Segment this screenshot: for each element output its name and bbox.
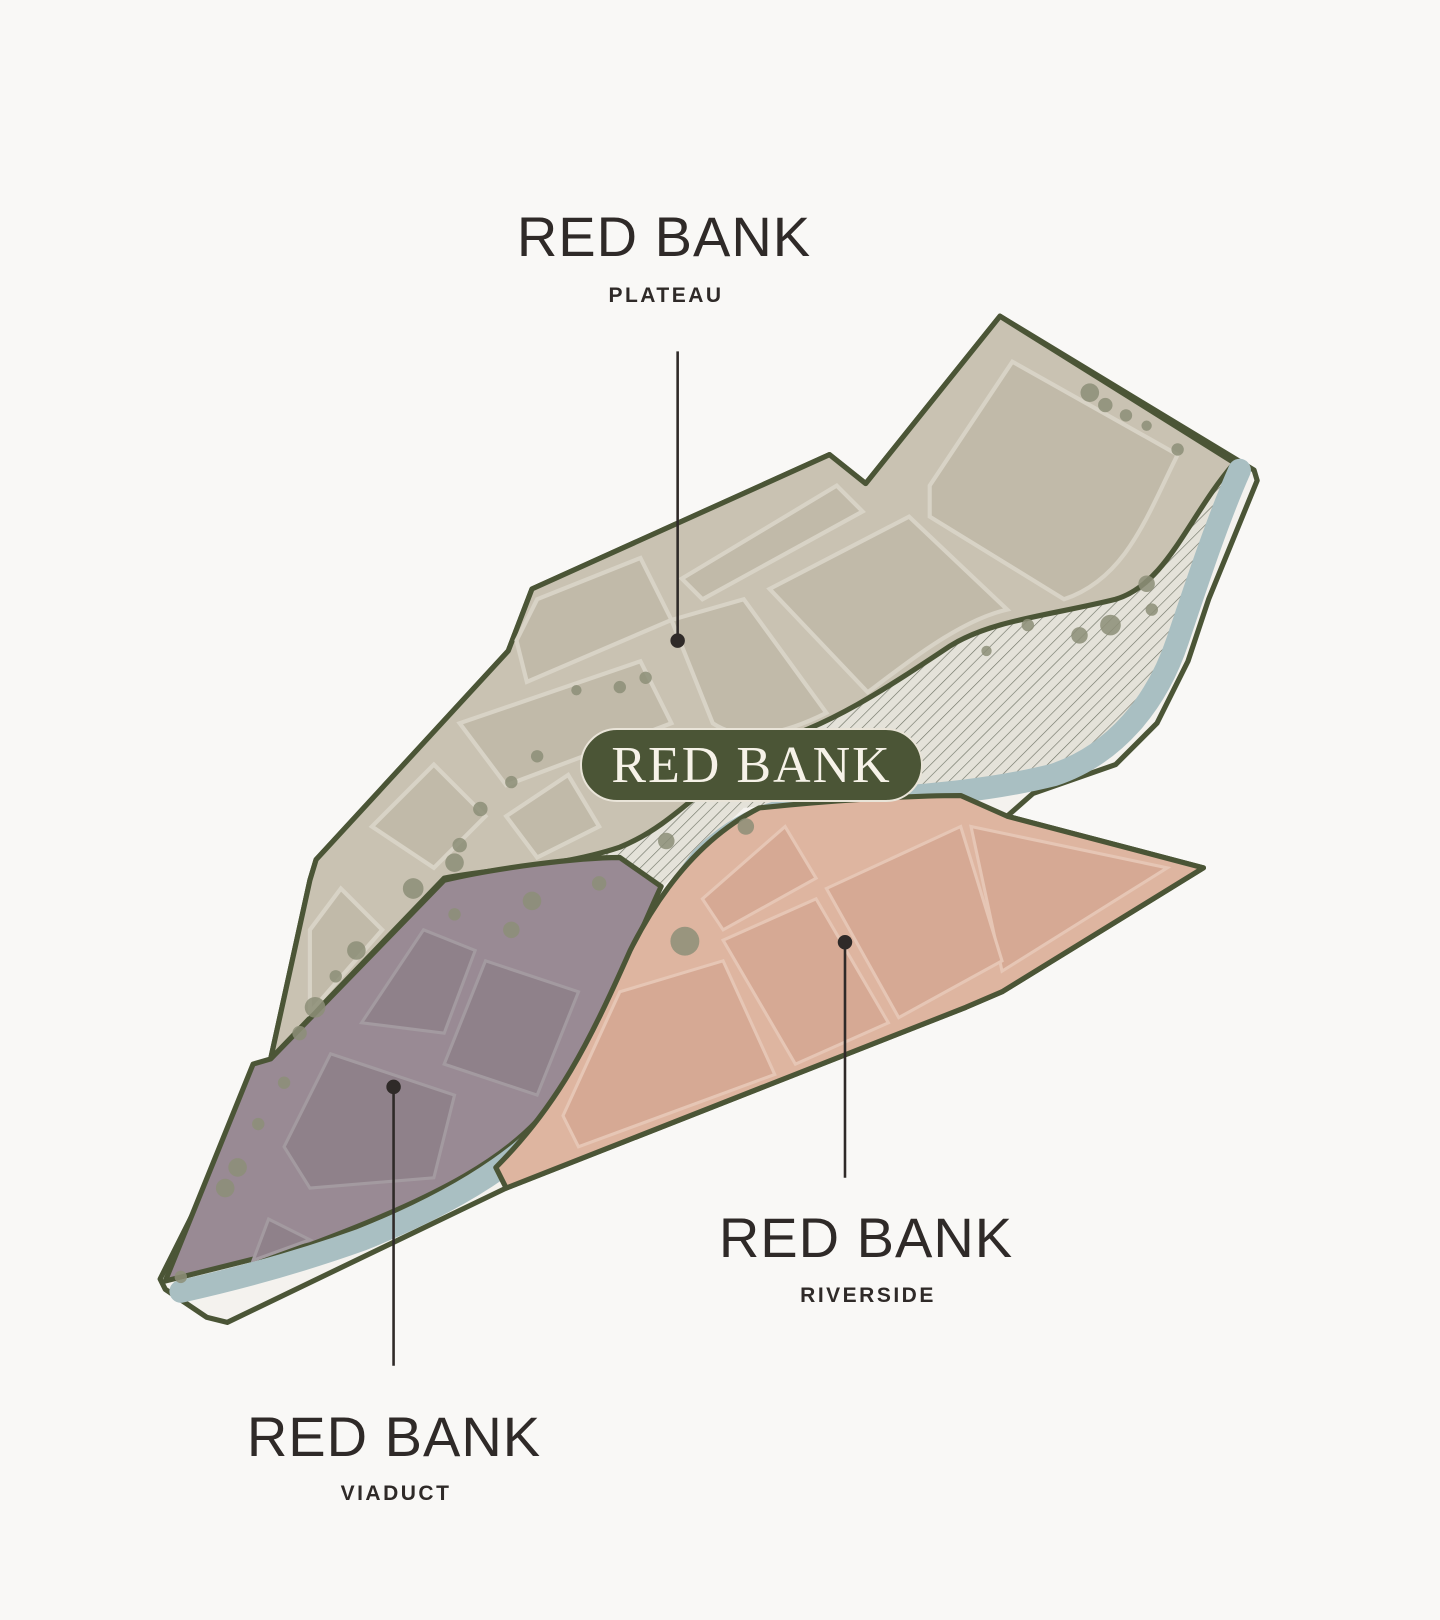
riverside-blocks <box>561 824 1172 1149</box>
viaduct-subtitle: VIADUCT <box>340 1482 452 1505</box>
plateau-subtitle: PLATEAU <box>608 284 724 307</box>
trees <box>174 383 1184 1284</box>
plateau-dot <box>670 633 685 648</box>
riverside-title: RED BANK <box>718 1206 1014 1269</box>
viaduct-dot <box>386 1079 401 1095</box>
location-dots <box>386 633 853 1095</box>
plateau-title: RED BANK <box>516 205 812 268</box>
viaduct-title: RED BANK <box>246 1405 542 1468</box>
red-bank-center-badge: RED BANK <box>580 728 923 802</box>
viaduct-blocks <box>250 927 581 1263</box>
riverside-subtitle: RIVERSIDE <box>800 1284 936 1307</box>
leader-lines <box>392 351 847 1366</box>
riverside-dot <box>837 934 853 950</box>
